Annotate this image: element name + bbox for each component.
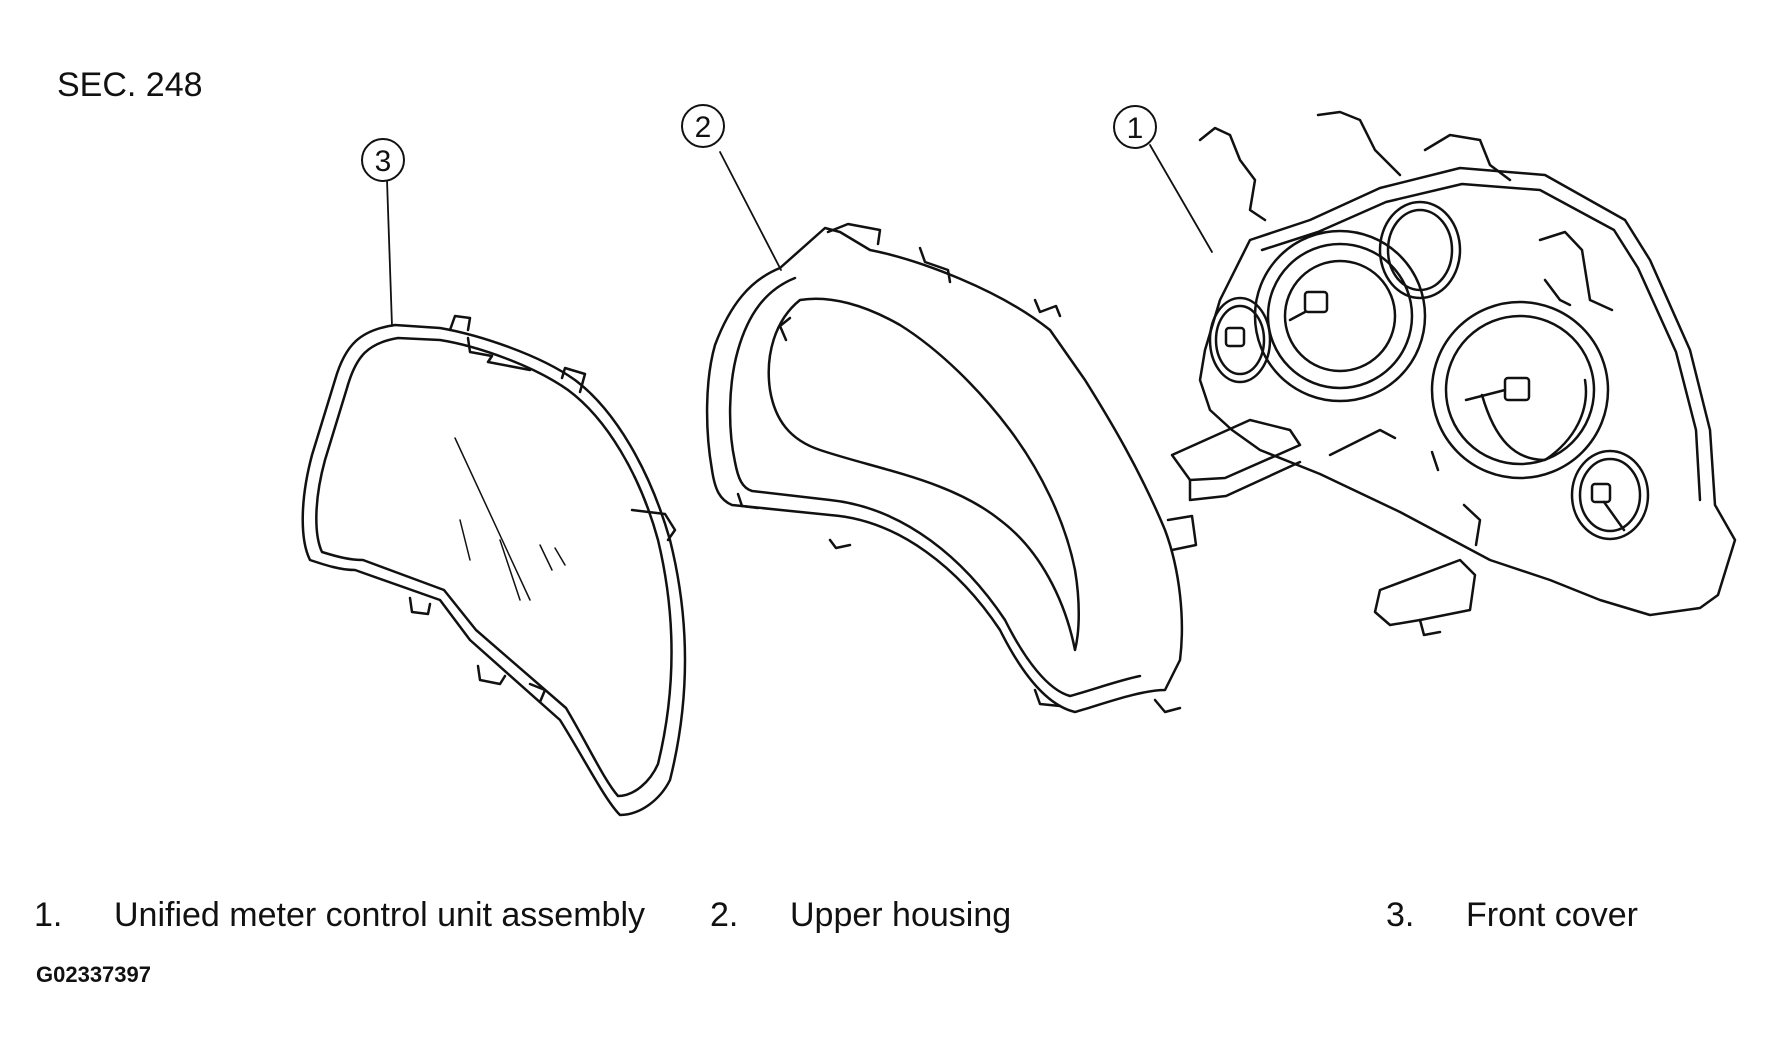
legend-number: 2. — [710, 896, 739, 934]
legend-label: Unified meter control unit assembly — [114, 896, 646, 934]
callout-2-number: 2 — [695, 111, 712, 144]
callout-1-leader — [1149, 144, 1213, 253]
legend-number: 1. — [34, 896, 63, 934]
callout-3-number: 3 — [375, 145, 392, 178]
upper-housing-part — [705, 222, 1198, 714]
callout-2-leader — [719, 151, 782, 271]
section-label: SEC. 248 — [57, 66, 203, 104]
legend-label: Upper housing — [790, 896, 1012, 934]
legend-number: 3. — [1386, 896, 1415, 934]
callout-3-leader — [386, 179, 393, 327]
front-cover-part — [301, 314, 687, 817]
meter-unit-part — [1170, 110, 1737, 637]
callout-1-number: 1 — [1127, 112, 1144, 145]
figure-id: G02337397 — [36, 962, 151, 987]
callout-2: 2 — [681, 104, 725, 148]
callout-3: 3 — [361, 138, 405, 182]
callout-1: 1 — [1113, 105, 1157, 149]
legend-label: Front cover — [1466, 896, 1638, 934]
